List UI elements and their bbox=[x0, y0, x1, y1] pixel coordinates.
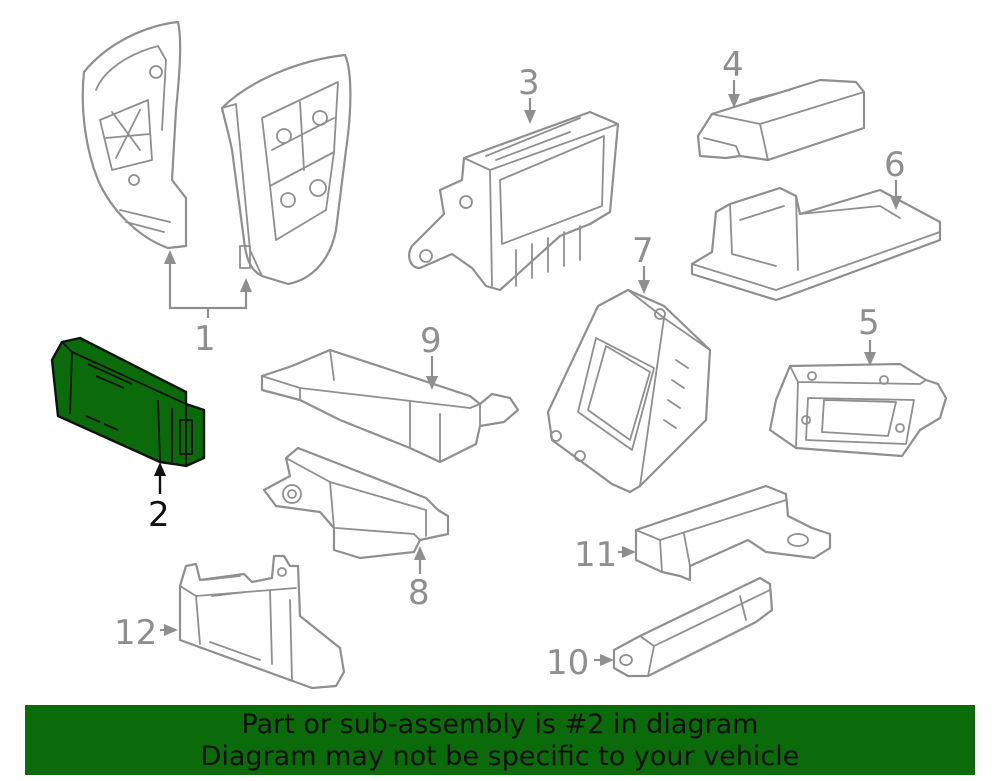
part-12-bracket-module[interactable] bbox=[178, 554, 346, 690]
callout-number-4: 4 bbox=[722, 45, 744, 85]
callout-number-12: 12 bbox=[114, 613, 157, 653]
part-7-upright-module[interactable] bbox=[546, 288, 712, 494]
callout-5[interactable]: 5 bbox=[858, 303, 880, 366]
callout-9[interactable]: 9 bbox=[420, 321, 442, 390]
parts-diagram: 1 2 3 bbox=[50, 20, 948, 690]
callout-number-11: 11 bbox=[574, 535, 617, 575]
banner-line-part-number: Part or sub-assembly is #2 in diagram bbox=[241, 709, 759, 740]
callout-number-5: 5 bbox=[858, 303, 880, 343]
part-4-sensor[interactable] bbox=[696, 78, 866, 162]
part-11-antenna-bar[interactable] bbox=[634, 484, 832, 582]
callout-number-2: 2 bbox=[148, 495, 170, 535]
callout-number-10: 10 bbox=[546, 643, 589, 683]
callout-2[interactable]: 2 bbox=[148, 462, 170, 535]
callout-7[interactable]: 7 bbox=[632, 231, 654, 294]
callout-1[interactable]: 1 bbox=[164, 250, 252, 359]
callout-number-6: 6 bbox=[884, 145, 906, 185]
callout-3[interactable]: 3 bbox=[518, 63, 540, 124]
info-banner: Part or sub-assembly is #2 in diagram Di… bbox=[25, 705, 975, 775]
part-1-key-shell[interactable] bbox=[81, 20, 188, 250]
callout-10[interactable]: 10 bbox=[546, 643, 614, 683]
callout-number-3: 3 bbox=[518, 63, 540, 103]
callout-6[interactable]: 6 bbox=[884, 145, 906, 210]
callout-number-8: 8 bbox=[408, 573, 430, 613]
part-5-flat-module[interactable] bbox=[768, 362, 948, 458]
callout-4[interactable]: 4 bbox=[722, 45, 744, 108]
part-9-antenna-module[interactable] bbox=[260, 348, 520, 464]
callout-number-7: 7 bbox=[632, 231, 654, 271]
part-8-antenna-mount[interactable] bbox=[262, 446, 450, 560]
callout-8[interactable]: 8 bbox=[408, 546, 430, 613]
part-2-module-highlighted[interactable] bbox=[50, 336, 206, 468]
callout-11[interactable]: 11 bbox=[574, 535, 636, 575]
part-1-key-fob[interactable] bbox=[220, 53, 352, 286]
callout-number-1: 1 bbox=[194, 319, 216, 359]
part-3-control-module[interactable] bbox=[408, 110, 620, 292]
part-10-slim-antenna[interactable] bbox=[612, 576, 774, 678]
part-6-tray-module[interactable] bbox=[690, 186, 942, 302]
callout-number-9: 9 bbox=[420, 321, 442, 361]
callout-12[interactable]: 12 bbox=[114, 613, 178, 653]
banner-line-disclaimer: Diagram may not be specific to your vehi… bbox=[200, 741, 800, 772]
